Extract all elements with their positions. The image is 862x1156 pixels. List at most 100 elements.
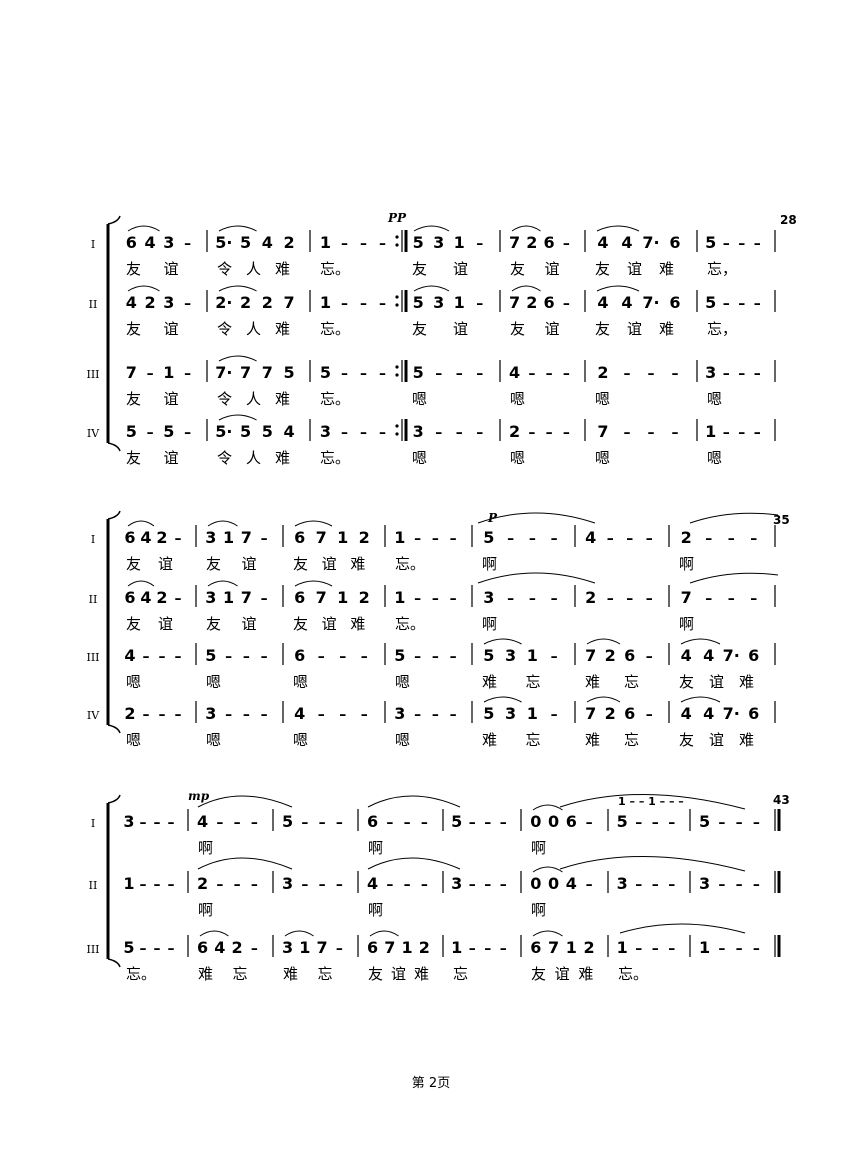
dash-mark: – (379, 425, 386, 441)
lyric-syllable: 谊 (322, 615, 337, 633)
note-number: 0 (530, 812, 541, 831)
note-number: 1 (617, 938, 628, 957)
dash-mark: – (753, 941, 760, 957)
phrase-arc (559, 794, 746, 810)
lyric-syllable: 谊 (164, 320, 179, 338)
lyric-syllable: 嗯 (126, 731, 141, 749)
slur (483, 638, 522, 645)
note-number: 3 (451, 874, 462, 893)
slur (127, 520, 155, 527)
phrase-arc (619, 923, 746, 934)
dash-mark: – (432, 531, 439, 547)
note-number: 3 (705, 363, 716, 382)
note-number: 3 (123, 812, 134, 831)
note-number: 1 (223, 588, 234, 607)
lyric-syllable: 忘。 (126, 965, 156, 983)
note-number: 5 (240, 233, 251, 252)
note-number: 4 (681, 704, 692, 723)
dash-mark: – (379, 296, 386, 312)
note-number: 2 (284, 233, 295, 252)
note-number: 5 (282, 812, 293, 831)
note-number: 3 (505, 704, 516, 723)
note-number: 1 (337, 588, 348, 607)
dash-mark: – (175, 707, 182, 723)
lyric-syllable: 难 (659, 260, 674, 278)
dash-mark: – (319, 877, 326, 893)
lyric-syllable: 难 (659, 320, 674, 338)
lyric-syllable: 谊 (709, 673, 724, 691)
note-number: 7· (215, 363, 232, 382)
dash-mark: – (456, 366, 463, 382)
lyric-syllable: 谊 (242, 555, 257, 573)
dash-mark: – (261, 707, 268, 723)
lyric-syllable: 友 (126, 320, 141, 338)
lyric-syllable: 嗯 (707, 390, 722, 408)
dash-mark: – (243, 707, 250, 723)
phrase-arc (559, 856, 746, 872)
dash-mark: – (551, 531, 558, 547)
lyric-syllable: 忘 (233, 965, 248, 983)
dash-mark: – (500, 877, 507, 893)
lyric-syllable: 人 (246, 260, 261, 278)
slur (586, 638, 621, 645)
note-number: 3 (320, 422, 331, 441)
bracket-hook-top (107, 215, 121, 225)
dash-mark: – (476, 366, 483, 382)
dash-mark: – (652, 877, 659, 893)
slur (199, 930, 229, 937)
bracket-hook-bottom (107, 442, 121, 452)
slur (294, 520, 333, 527)
dash-mark: – (736, 941, 743, 957)
upper-divisi-line: 1 – – 1 – – – (618, 795, 684, 808)
note-number: 5 (483, 528, 494, 547)
lyric-syllable: 忘。 (395, 615, 425, 633)
lyric-syllable: 难 (414, 965, 429, 983)
dash-mark: – (705, 531, 712, 547)
lyric-syllable: 啊 (679, 555, 694, 573)
note-number: 4 (597, 233, 608, 252)
slur (532, 804, 563, 811)
note-number: 6 (197, 938, 208, 957)
dash-mark: – (341, 236, 348, 252)
dash-mark: – (301, 815, 308, 831)
lyric-syllable: 友 (126, 390, 141, 408)
dash-mark: – (507, 591, 514, 607)
lyric-syllable: 难 (275, 260, 290, 278)
note-number: 7 (284, 293, 295, 312)
lyric-syllable: 友 (293, 555, 308, 573)
note-number: 2 (584, 938, 595, 957)
note-number: 3 (433, 233, 444, 252)
dash-mark: – (586, 877, 593, 893)
dash-mark: – (551, 707, 558, 723)
repeat-dot (395, 295, 399, 299)
phrase-arc (197, 857, 293, 870)
dash-mark: – (551, 591, 558, 607)
note-number: 5 (394, 646, 405, 665)
note-number: 5 (699, 812, 710, 831)
note-number: 1 (223, 528, 234, 547)
dash-mark: – (551, 649, 558, 665)
lyric-syllable: 难 (482, 673, 497, 691)
note-number: 5 (413, 363, 424, 382)
note-number: 1 (320, 293, 331, 312)
lyric-syllable: 忘 (526, 673, 541, 691)
dash-mark: – (723, 366, 730, 382)
note-number: 0 (530, 874, 541, 893)
dash-mark: – (216, 877, 223, 893)
dash-mark: – (635, 815, 642, 831)
note-number: 1 (394, 588, 405, 607)
lyric-syllable: 友 (510, 260, 525, 278)
lyric-syllable: 谊 (164, 260, 179, 278)
dash-mark: – (624, 366, 631, 382)
note-number: 2 (605, 646, 616, 665)
dash-mark: – (738, 366, 745, 382)
dash-mark: – (341, 425, 348, 441)
lyric-syllable: 忘。 (320, 449, 350, 467)
lyric-syllable: 忘。 (320, 390, 350, 408)
page-footer: 第 2页 (411, 1076, 451, 1091)
lyric-syllable: 友 (126, 449, 141, 467)
dash-mark: – (360, 236, 367, 252)
dash-mark: – (528, 366, 535, 382)
dash-mark: – (379, 236, 386, 252)
